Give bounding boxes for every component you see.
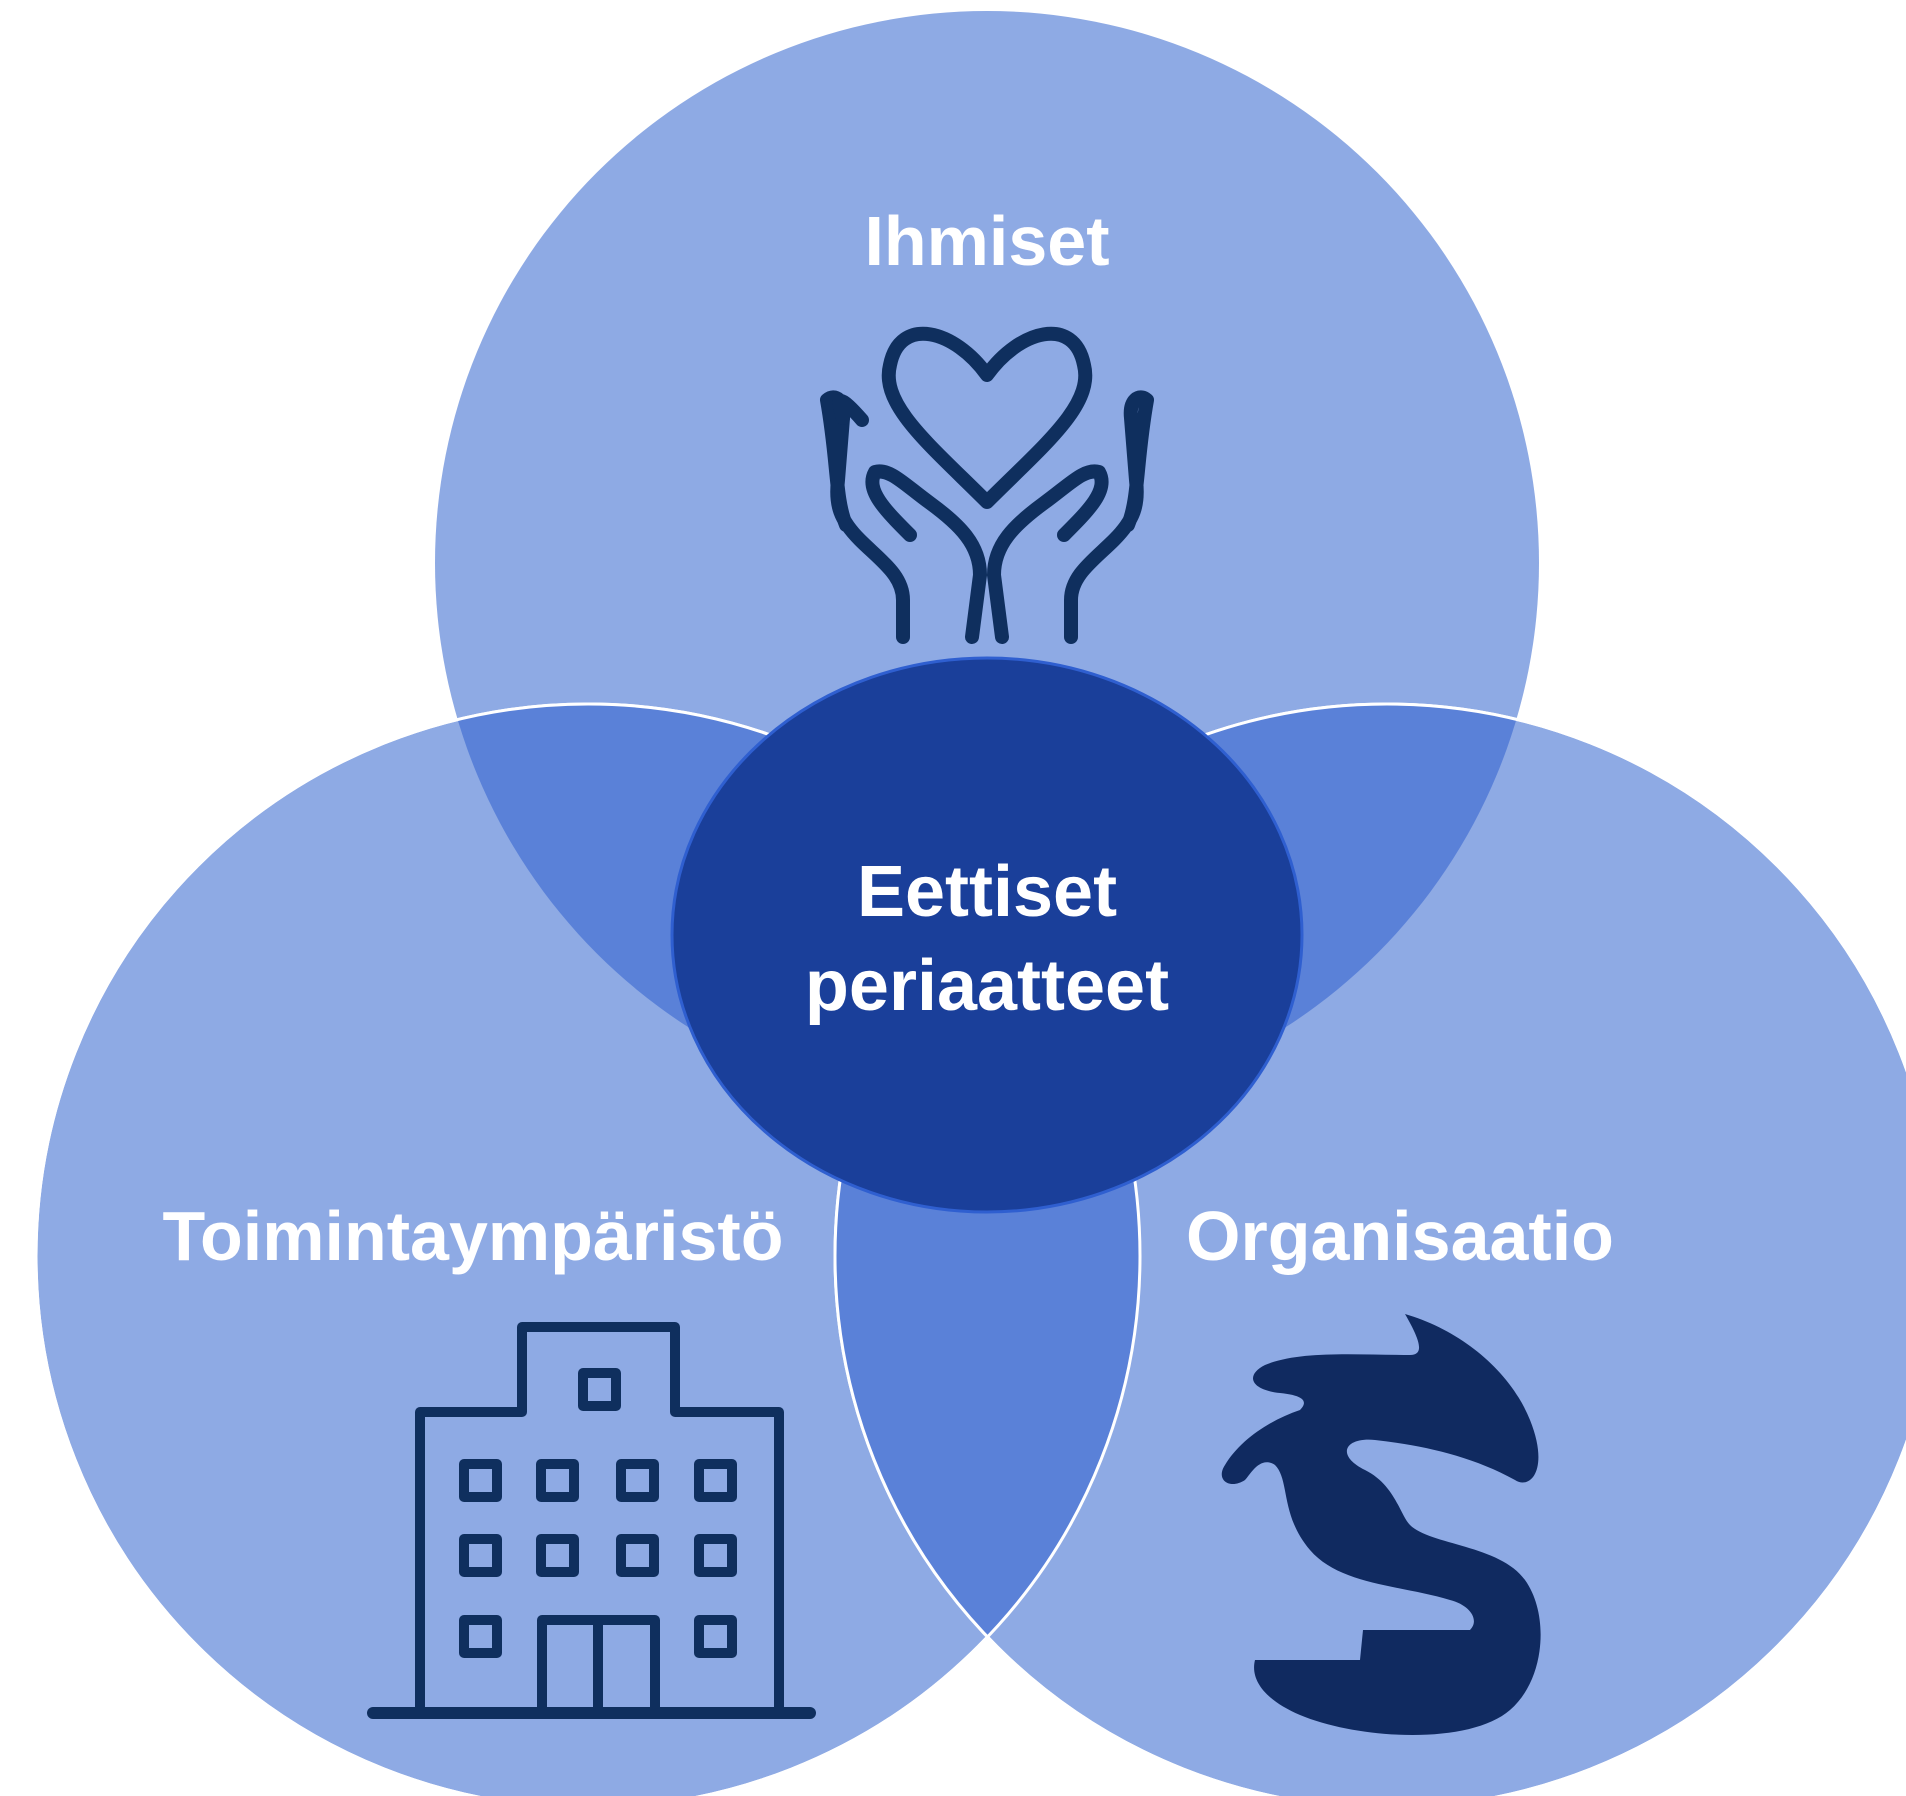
organisation-logo-icon xyxy=(1221,1314,1541,1735)
circle-toimintaymparisto-outline xyxy=(34,702,1142,1796)
center-label-line2: periaatteet xyxy=(805,946,1169,1026)
label-ihmiset: Ihmiset xyxy=(864,202,1109,280)
hands-holding-heart-icon xyxy=(820,326,1154,644)
label-organisaatio: Organisaatio xyxy=(1186,1197,1614,1275)
label-toimintaymparisto: Toimintaympäristö xyxy=(162,1197,783,1275)
center-ellipse xyxy=(670,656,1304,1214)
circle-organisaatio-outline xyxy=(833,702,1906,1796)
center-label-line1: Eettiset xyxy=(857,852,1117,932)
office-building-icon xyxy=(367,1322,816,1719)
